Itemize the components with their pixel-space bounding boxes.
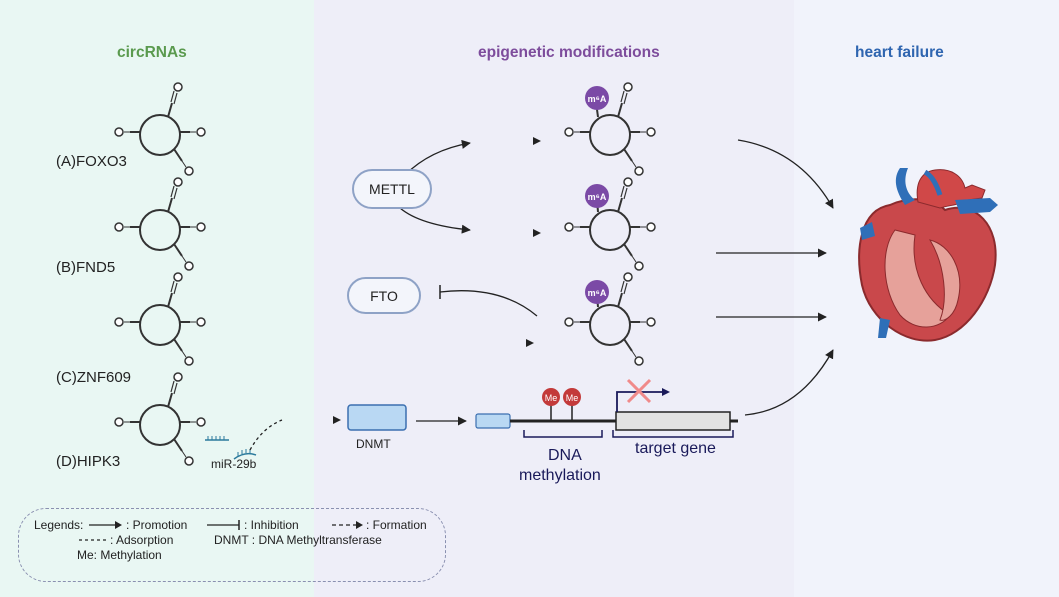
mir29b-label: miR-29b: [211, 457, 257, 471]
legend-me: Me: Methylation: [77, 548, 162, 562]
methyl-badge-label: Me: [545, 393, 558, 403]
legend-adsorption: : Adsorption: [110, 533, 174, 547]
circrnas-title: circRNAs: [117, 44, 187, 61]
m6a-circrna-2: [564, 177, 656, 271]
adsorption-line: [249, 419, 283, 451]
circrna-label-a: (A)FOXO3: [56, 153, 127, 170]
to-heart-arrow-4: [744, 349, 834, 416]
legend-adsorption-icon: [79, 539, 107, 541]
m6a-badge-label: m⁶A: [588, 94, 607, 104]
m6a-badge-1: [585, 86, 609, 110]
m6a-circrna-3: [564, 272, 656, 366]
m6a-badge-label: m⁶A: [588, 288, 607, 298]
circrna-structure-d: [114, 372, 206, 466]
m6a-circrna-1: [564, 82, 656, 176]
dna-methylation-bracket: [523, 430, 603, 438]
circrna-label-c: (C)ZNF609: [56, 369, 132, 386]
methyl-badge-1: [542, 388, 560, 406]
fto-node: FTO: [347, 277, 421, 314]
mir29b-strand-1: [205, 436, 229, 441]
dnmt-box: [347, 404, 407, 431]
legend-dnmt: DNMT : DNA Methyltransferase: [214, 533, 382, 547]
legend-formation-icon: [332, 521, 363, 529]
transcription-arrow: [616, 391, 668, 412]
target-gene-box: [615, 411, 731, 431]
circrna-structure-c: [114, 272, 206, 366]
methyl-badge-2: [563, 388, 581, 406]
fto-inhibition-curve: [439, 290, 538, 317]
legend-title: Legends:: [34, 518, 84, 532]
circrna-structure-b: [114, 177, 206, 271]
dnmt-label: DNMT: [356, 437, 391, 451]
legend-inhibition-icon: [207, 520, 240, 530]
mettl-promotion-down: [399, 207, 471, 234]
legend-box: [18, 508, 446, 582]
m6a-badge-label: m⁶A: [588, 192, 607, 202]
legend-promotion: : Promotion: [126, 518, 188, 532]
dna-methylation-label-1: DNA: [548, 447, 582, 464]
target-gene-bracket: [612, 430, 734, 438]
m6a-badge-3: [585, 280, 609, 304]
legend-promotion-arrow-icon: [89, 521, 122, 529]
epigenetic-title: epigenetic modifications: [478, 44, 660, 61]
target-gene-label: target gene: [635, 440, 716, 457]
legend-formation: : Formation: [366, 518, 427, 532]
dna-methylation-label-2: methylation: [519, 467, 601, 484]
m6a-badge-2: [585, 184, 609, 208]
circrna-label-d: (D)HIPK3: [56, 453, 121, 470]
heart-failure-title: heart failure: [855, 44, 944, 61]
circrna-structure-a: [114, 82, 206, 176]
legend-inhibition: : Inhibition: [244, 518, 299, 532]
methyl-badge-label: Me: [566, 393, 579, 403]
circrna-label-b: (B)FND5: [56, 259, 116, 276]
to-heart-arrow-1: [737, 139, 834, 209]
circrnas-panel: [0, 0, 314, 597]
heart-icon: [858, 168, 998, 342]
promoter-box: [475, 413, 511, 429]
mettl-node: METTL: [352, 169, 432, 209]
